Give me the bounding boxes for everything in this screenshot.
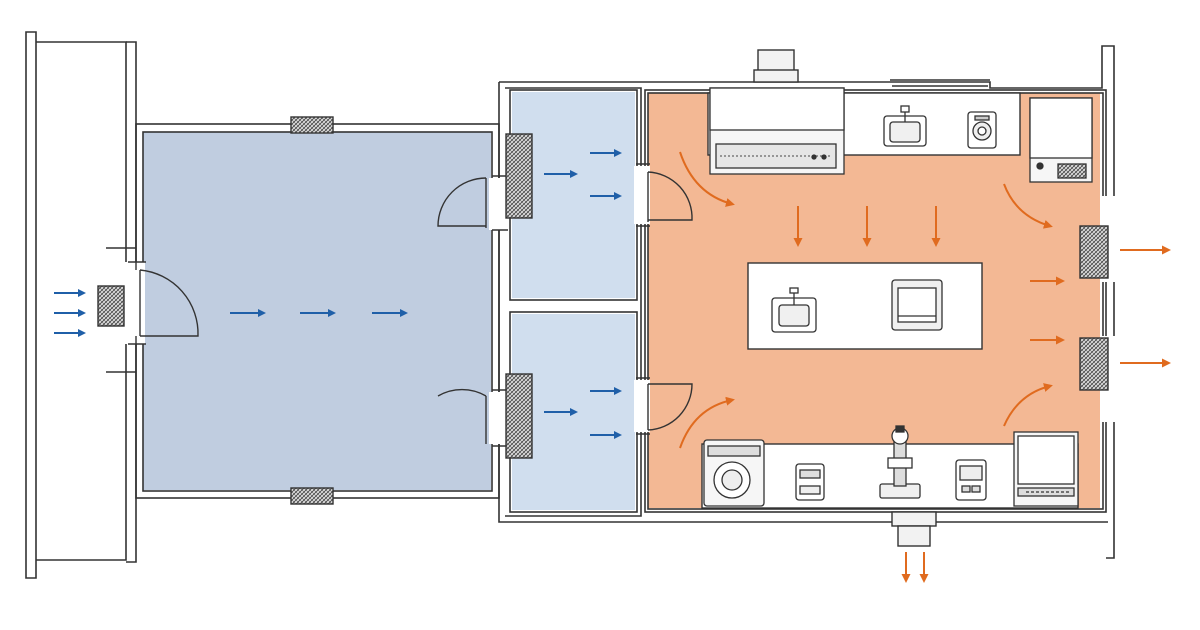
lower-airlock-filter [505, 373, 533, 459]
microscope-icon [879, 425, 921, 499]
exhaust-filter-lower [1079, 337, 1109, 391]
bench-device-icon [795, 463, 825, 501]
island-sink-icon [771, 287, 817, 333]
island-hotplate-icon [891, 279, 943, 331]
exhaust-arrow [1003, 383, 1053, 427]
wall-sink-icon [883, 105, 927, 147]
top-grille [290, 116, 334, 134]
supply-airflow-arrows [54, 149, 622, 439]
ducts [753, 49, 937, 547]
exhaust-arrow [679, 396, 735, 449]
exhaust-arrow [1003, 183, 1053, 229]
vestibule-zone [143, 132, 491, 490]
fume-hood-icon [709, 87, 845, 175]
upper-airlock-filter [505, 133, 533, 219]
exhaust-airflow-arrows [679, 151, 1171, 583]
wall-meter-icon [967, 111, 997, 149]
top-exhaust-duct [757, 49, 795, 73]
floor-exhaust-duct [891, 511, 937, 527]
exhaust-filter-upper [1079, 225, 1109, 279]
door-swings [106, 163, 693, 447]
filters [97, 116, 1109, 505]
exhaust-arrow [679, 151, 735, 207]
refrigerator-icon [1029, 97, 1093, 183]
bottom-grille [290, 487, 334, 505]
entrance-filter [97, 285, 125, 327]
scale-icon [955, 459, 987, 501]
incubator-icon [1013, 431, 1079, 507]
autoclave-icon [703, 439, 765, 507]
